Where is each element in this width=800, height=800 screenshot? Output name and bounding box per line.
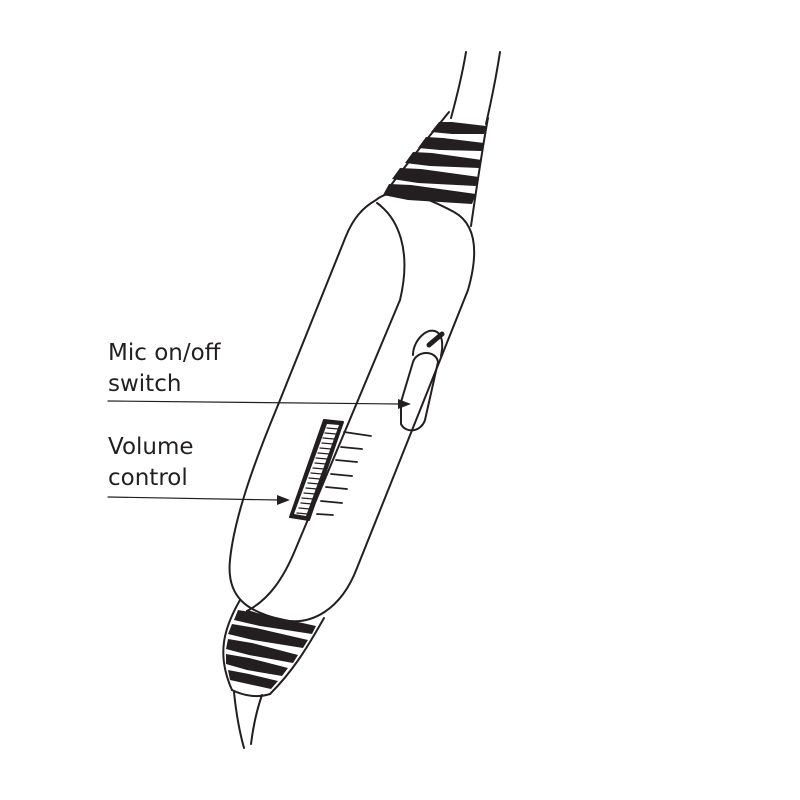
- remote-face-seam: [246, 202, 406, 612]
- volume-control-label-line1: Volume: [108, 434, 194, 460]
- remote-body-outline: [228, 191, 476, 623]
- mic-switch-label-line2: switch: [108, 371, 182, 397]
- lower-strain-relief: [222, 599, 325, 698]
- volume-control-label-line2: control: [108, 465, 188, 491]
- lower-cable: [233, 691, 263, 749]
- volume-control-leader: [107, 495, 290, 505]
- upper-strain-relief-ribs: [383, 122, 486, 204]
- mic-switch-leader: [107, 399, 411, 409]
- mic-switch-label-line1: Mic on/off: [108, 340, 221, 366]
- mic-switch-label: Mic on/off switch: [108, 338, 221, 400]
- volume-scale-marks: [316, 431, 372, 516]
- upper-strain-relief: [383, 111, 489, 227]
- volume-wheel: [289, 419, 372, 521]
- volume-control-label: Volume control: [108, 432, 194, 494]
- volume-wheel-knurling: [296, 427, 339, 515]
- upper-cable: [450, 51, 501, 125]
- mic-switch: [400, 329, 445, 432]
- lower-strain-relief-ribs: [226, 610, 316, 689]
